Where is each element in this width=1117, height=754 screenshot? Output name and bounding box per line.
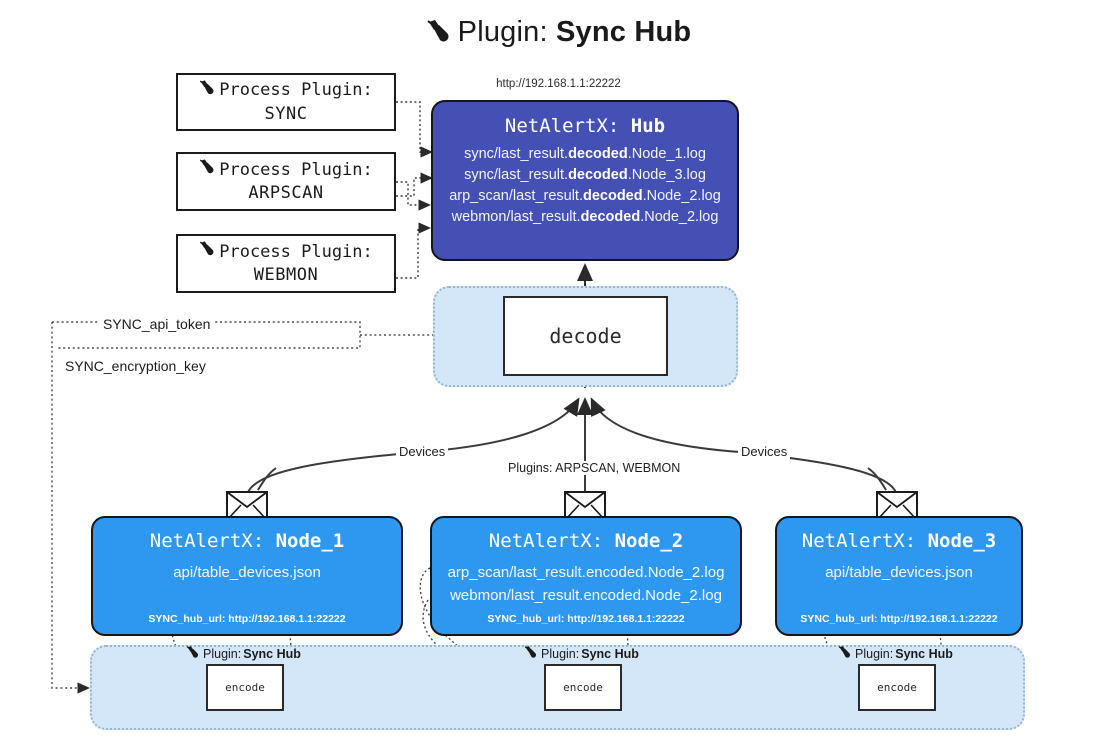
page-title: Plugin: Sync Hub [0,16,1117,52]
encoder-caption-prefix: Plugin: [855,646,894,661]
node-line: api/table_devices.json [173,564,321,581]
hub-title-name: Hub [630,115,666,137]
node-title-prefix: NetAlertX: [801,530,917,552]
process-plugin-webmon[interactable]: Process Plugin: WEBMON [176,234,396,293]
decode-box[interactable]: decode [503,296,668,376]
node-box-node-1[interactable]: NetAlertX: Node_1 api/table_devices.json… [91,516,403,636]
page-title-prefix: Plugin: [457,16,548,48]
process-plugin-name: ARPSCAN [248,183,324,203]
node-title-name: Node_1 [275,530,345,552]
node-title-prefix: NetAlertX: [149,530,265,552]
node-title-name: Node_3 [927,530,997,552]
process-plugin-label: Process Plugin: [219,241,373,262]
process-plugin-label: Process Plugin: [219,80,373,101]
hub-title-prefix: NetAlertX: [504,115,620,137]
edge-label-plugins-center: Plugins: ARPSCAN, WEBMON [505,461,684,475]
node-line-list: arp_scan/last_result.encoded.Node_2.log … [432,564,740,604]
node-line-list: api/table_devices.json [93,564,401,581]
envelope-icon [226,491,268,521]
node-title-prefix: NetAlertX: [488,530,604,552]
hub-log-row: sync/last_result.decoded.Node_1.log [464,146,706,162]
encoder-caption-prefix: Plugin: [203,646,242,661]
encoder-caption-2: Plugin: Sync Hub [524,645,639,662]
token-label-api: SYNC_api_token [100,316,214,332]
encoder-caption-name: Sync Hub [581,646,639,661]
hub-log-row: sync/last_result.decoded.Node_3.log [464,167,706,183]
hub-box[interactable]: NetAlertX: Hub sync/last_result.decoded.… [431,100,739,261]
plug-icon [186,645,201,662]
node-title-name: Node_2 [614,530,684,552]
node-box-node-2[interactable]: NetAlertX: Node_2 arp_scan/last_result.e… [430,516,742,636]
node-line-list: api/table_devices.json [777,564,1021,581]
process-plugin-name: SYNC [264,103,308,124]
plug-icon [199,158,217,182]
encoder-caption-3: Plugin: Sync Hub [838,645,953,662]
encode-box-2[interactable]: encode [544,664,622,711]
hub-title: NetAlertX: Hub [433,115,737,137]
encode-box-1[interactable]: encode [206,664,284,711]
plug-icon [199,79,217,103]
encoder-caption-name: Sync Hub [895,646,953,661]
encode-box-3[interactable]: encode [858,664,936,711]
node-line: arp_scan/last_result.encoded.Node_2.log [447,564,725,581]
process-plugin-sync[interactable]: Process Plugin: SYNC [176,73,396,131]
node-line: webmon/last_result.encoded.Node_2.log [450,587,722,604]
node-footer: SYNC_hub_url: http://192.168.1.1:22222 [148,613,346,625]
process-plugin-label: Process Plugin: [219,159,373,180]
encoder-caption-prefix: Plugin: [541,646,580,661]
hub-url: http://192.168.1.1:22222 [496,78,621,90]
node-footer: SYNC_hub_url: http://192.168.1.1:22222 [800,613,998,625]
plug-icon [199,240,217,264]
process-plugin-name: WEBMON [253,265,319,285]
envelope-icon [876,491,918,521]
node-title: NetAlertX: Node_2 [489,530,683,552]
process-plugin-arpscan[interactable]: Process Plugin: ARPSCAN [176,152,396,211]
node-title: NetAlertX: Node_3 [802,530,996,552]
hub-log-row: arp_scan/last_result.decoded.Node_2.log [449,188,721,204]
encoder-caption-1: Plugin: Sync Hub [186,645,301,662]
encoder-caption-name: Sync Hub [243,646,301,661]
edge-label-devices-right: Devices [738,444,791,459]
node-title: NetAlertX: Node_1 [150,530,344,552]
node-footer: SYNC_hub_url: http://192.168.1.1:22222 [487,613,685,625]
node-box-node-3[interactable]: NetAlertX: Node_3 api/table_devices.json… [775,516,1023,636]
token-label-key: SYNC_encryption_key [62,358,209,374]
plug-icon [524,645,539,662]
hub-log-list: sync/last_result.decoded.Node_1.log sync… [433,146,737,225]
edge-label-devices-left: Devices [396,444,449,459]
page-title-name: Sync Hub [556,16,692,48]
plug-icon [426,18,454,52]
plug-icon [838,645,853,662]
node-line: api/table_devices.json [825,564,973,581]
hub-log-row: webmon/last_result.decoded.Node_2.log [451,209,719,225]
